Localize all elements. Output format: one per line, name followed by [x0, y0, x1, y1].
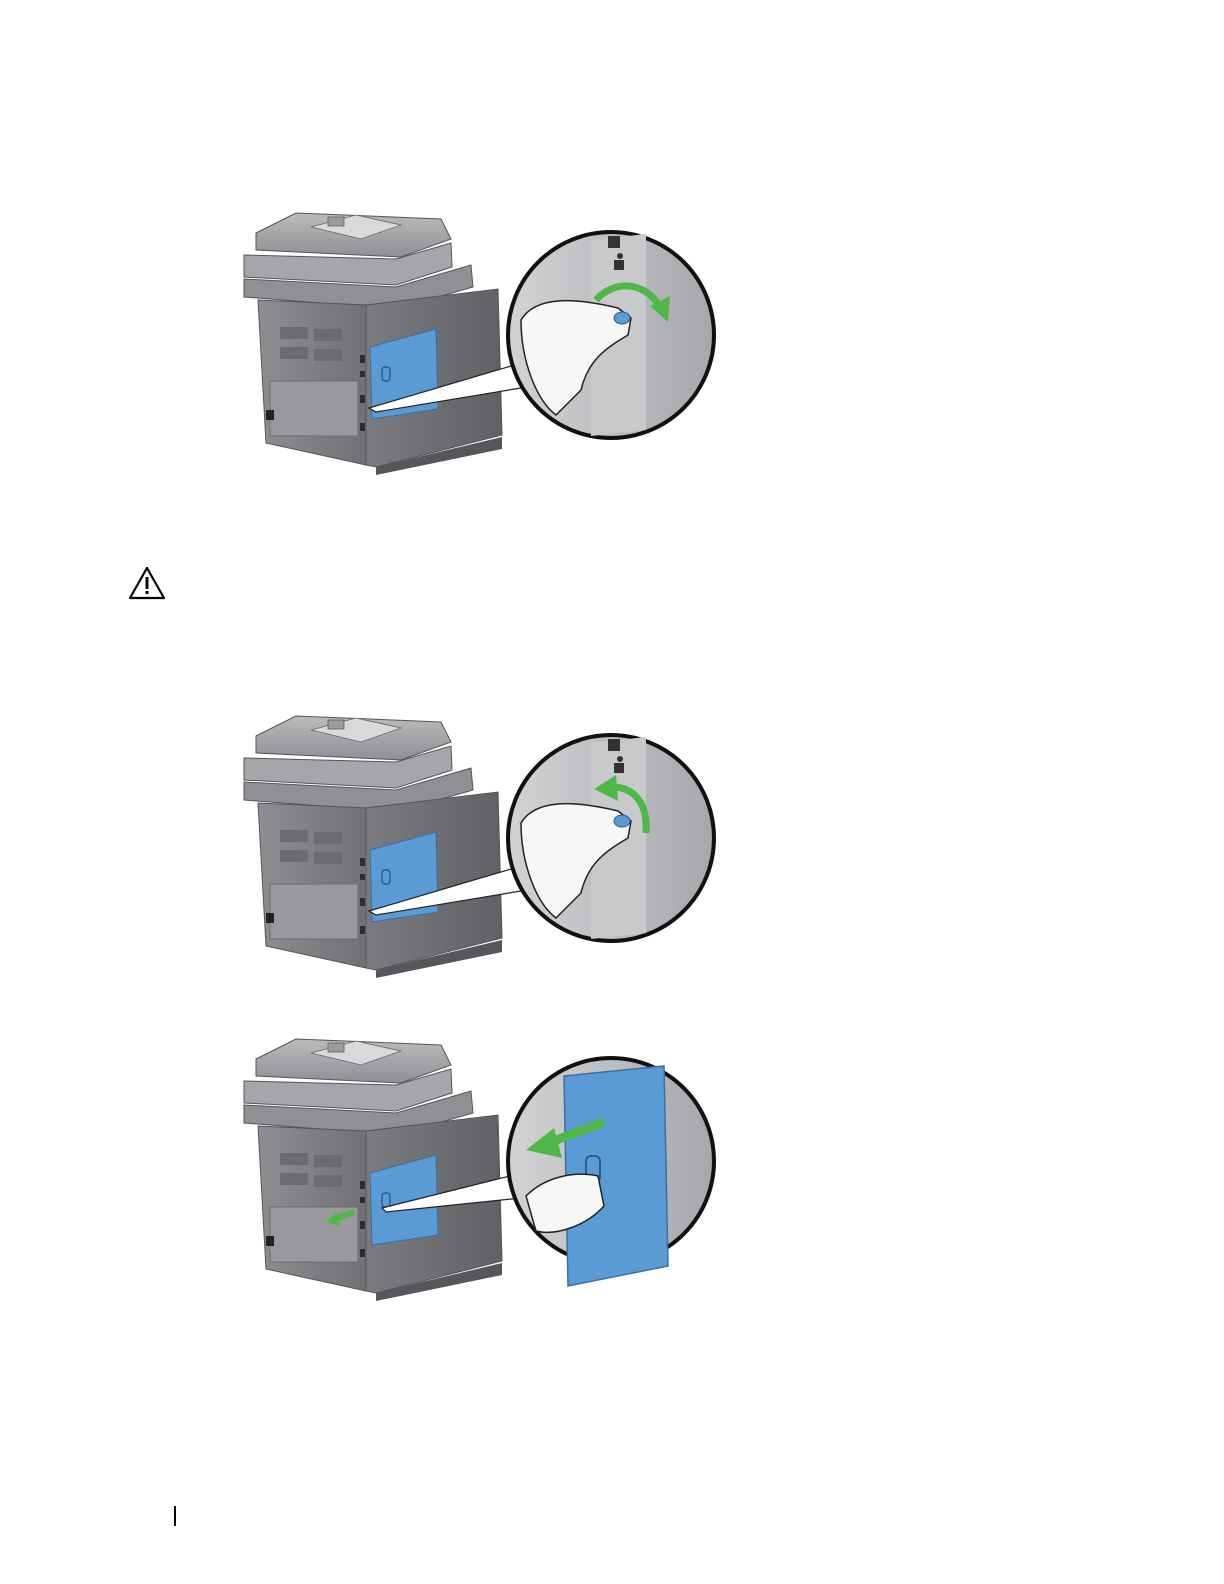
warning-triangle-icon: [128, 566, 166, 600]
footer-rule: [174, 1506, 176, 1526]
figure-rotate-latch-clockwise: [236, 200, 726, 475]
figure-pull-cover-out: [236, 1026, 726, 1301]
figure-rotate-latch-counterclockwise: [236, 703, 726, 978]
